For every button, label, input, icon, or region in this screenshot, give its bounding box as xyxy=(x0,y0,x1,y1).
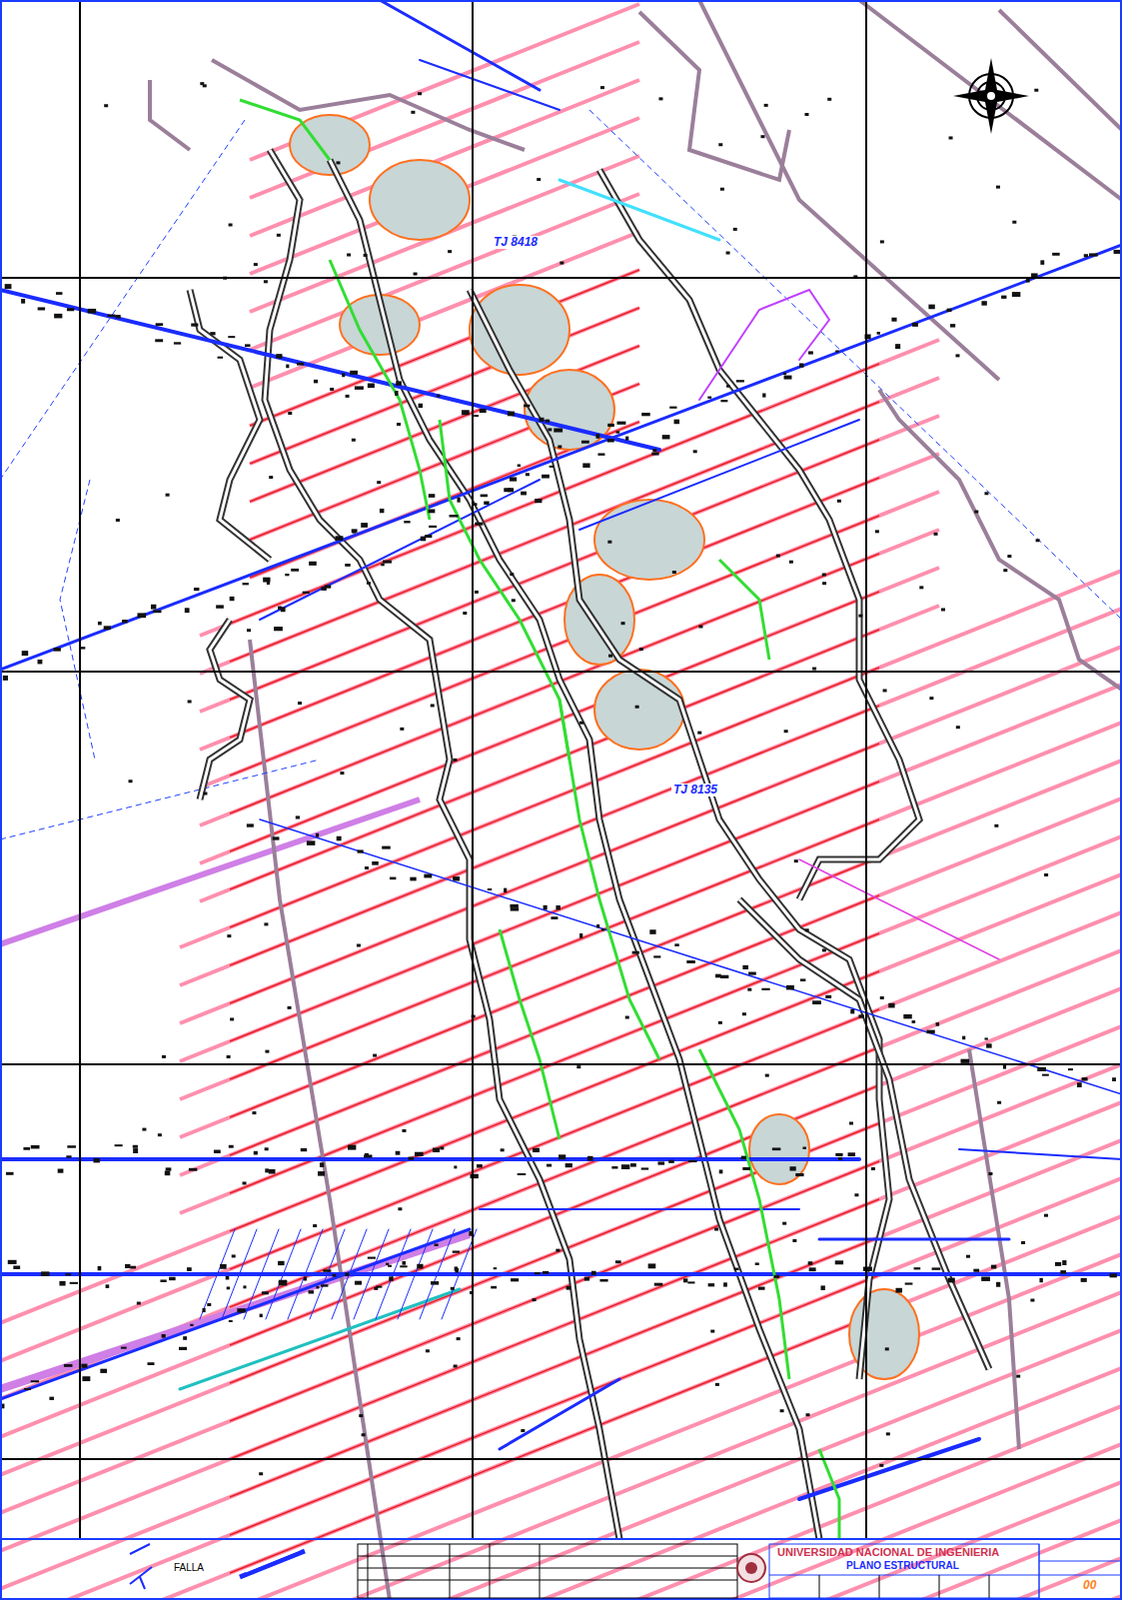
drawing-title: PLANO ESTRUCTURAL xyxy=(844,1559,962,1571)
north-arrow xyxy=(953,57,1030,134)
legend-sample xyxy=(129,1543,305,1589)
legend-text: FALLA xyxy=(171,1561,206,1573)
level-label: TJ 8135 xyxy=(671,783,720,797)
sheet-number: 00 xyxy=(1081,1578,1099,1592)
institution-name: UNIVERSIDAD NACIONAL DE INGENIERIA xyxy=(775,1545,1002,1558)
level-label: TJ 8418 xyxy=(491,235,540,249)
title-block xyxy=(357,1543,1122,1598)
